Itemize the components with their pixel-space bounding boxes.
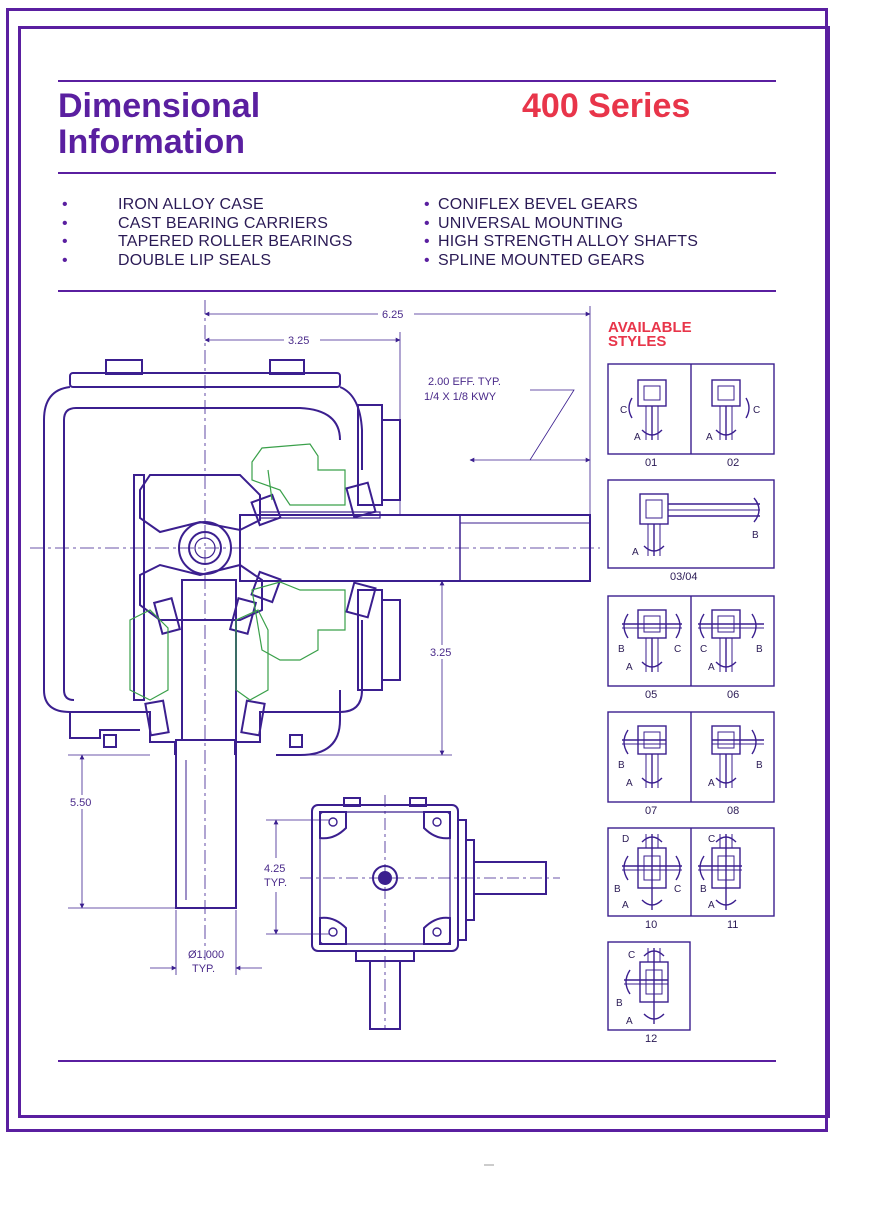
style-caption: 07: [645, 805, 657, 817]
style-02-icon: [711, 379, 750, 440]
dim-overall-width: 6.25: [382, 309, 403, 321]
svg-text:A: A: [626, 662, 633, 673]
feature-item: •UNIVERSAL MOUNTING: [424, 214, 624, 232]
svg-text:C: C: [753, 405, 760, 416]
dim-half-width: 3.25: [288, 335, 309, 347]
dim-shaft-dia-1: Ø1.000: [188, 949, 224, 961]
svg-text:C: C: [700, 644, 707, 655]
series-label: 400 Series: [522, 87, 691, 125]
gearbox-section-view: [30, 300, 600, 960]
style-03-04-icon: [639, 493, 760, 556]
available-styles-title: AVAILABLE STYLES: [608, 319, 692, 350]
header-rule: [58, 172, 776, 174]
svg-text:C: C: [708, 834, 715, 845]
feature-list-right: •CONIFLEX BEVEL GEARS •UNIVERSAL MOUNTIN…: [424, 196, 698, 270]
svg-text:A: A: [708, 778, 715, 789]
svg-text:B: B: [618, 760, 625, 771]
scan-mark: [484, 1164, 494, 1166]
style-caption: 02: [727, 457, 739, 469]
title-line-1: Dimensional: [58, 87, 261, 125]
style-caption: 10: [645, 919, 657, 931]
style-07-icon: [622, 725, 667, 788]
style-10-icon: [622, 834, 682, 910]
svg-text:C: C: [628, 950, 635, 961]
style-01-icon: [628, 379, 667, 440]
page-title: Dimensional Information: [58, 88, 260, 160]
style-06-icon: [698, 609, 764, 672]
svg-text:B: B: [614, 884, 621, 895]
feature-item: •DOUBLE LIP SEALS: [62, 251, 272, 269]
svg-text:A: A: [626, 778, 633, 789]
svg-text:B: B: [756, 644, 763, 655]
svg-text:B: B: [756, 760, 763, 771]
svg-text:A: A: [708, 900, 715, 911]
style-05-icon: [622, 609, 682, 672]
footer-rule: [58, 1060, 776, 1062]
svg-text:A: A: [626, 1016, 633, 1027]
svg-text:A: A: [706, 432, 713, 443]
svg-text:D: D: [622, 834, 629, 845]
style-caption: 03/04: [670, 571, 698, 583]
feature-item: •TAPERED ROLLER BEARINGS: [62, 233, 353, 250]
style-box-12: [607, 941, 691, 1031]
dim-bolt-spacing-2: TYP.: [264, 877, 287, 889]
inner-page-frame: [18, 26, 830, 1118]
features-rule: [58, 290, 776, 292]
svg-text:A: A: [622, 900, 629, 911]
dim-shaft-dia-2: TYP.: [192, 963, 215, 975]
dimension-labels: 6.25 3.25 2.00 EFF. TYP. 1/4 X 1/8 KWY 3…: [68, 306, 501, 975]
bevel-gear-outline: [129, 443, 346, 701]
style-caption: 11: [727, 919, 738, 931]
rotation-letters: C A C A B A B C A C B A B A B A D B C A …: [614, 405, 763, 1027]
feature-item: •SPLINE MOUNTED GEARS: [424, 251, 645, 269]
dim-bolt-spacing-1: 4.25: [264, 863, 285, 875]
dim-shaft-note-1: 2.00 EFF. TYP.: [428, 376, 501, 388]
svg-text:A: A: [708, 662, 715, 673]
style-12-icon: [624, 948, 669, 1024]
style-caption: 08: [727, 805, 739, 817]
feature-item: •IRON ALLOY CASE: [62, 196, 264, 213]
feature-item: •CAST BEARING CARRIERS: [62, 214, 329, 232]
feature-item: •CONIFLEX BEVEL GEARS: [424, 196, 638, 213]
svg-text:A: A: [632, 547, 639, 558]
dim-shaft-length: 5.50: [70, 797, 91, 809]
style-08-icon: [711, 725, 764, 788]
gearbox-top-view: [300, 795, 560, 1030]
svg-text:C: C: [674, 644, 681, 655]
svg-text:B: B: [616, 998, 623, 1009]
dim-vertical-height: 3.25: [430, 647, 451, 659]
svg-text:C: C: [620, 405, 627, 416]
style-captions: 01 02 03/04 05 06 07 08 10 11 12: [645, 457, 739, 1045]
dimension-lines: [68, 306, 591, 975]
style-11-icon: [698, 834, 742, 910]
style-box-03-04: [607, 479, 775, 569]
svg-text:B: B: [700, 884, 707, 895]
svg-text:A: A: [634, 432, 641, 443]
outer-page-frame: [6, 8, 828, 1132]
dim-shaft-note-2: 1/4 X 1/8 KWY: [424, 391, 497, 403]
top-rule: [58, 80, 776, 82]
feature-list-left: •IRON ALLOY CASE •CAST BEARING CARRIERS …: [62, 196, 353, 270]
style-caption: 01: [645, 457, 657, 469]
svg-text:C: C: [674, 884, 681, 895]
style-caption: 06: [727, 689, 739, 701]
style-caption: 05: [645, 689, 657, 701]
title-line-2: Information: [58, 123, 245, 161]
svg-text:B: B: [752, 530, 759, 541]
style-caption: 12: [645, 1033, 657, 1045]
feature-item: •HIGH STRENGTH ALLOY SHAFTS: [424, 233, 699, 250]
svg-text:B: B: [618, 644, 625, 655]
